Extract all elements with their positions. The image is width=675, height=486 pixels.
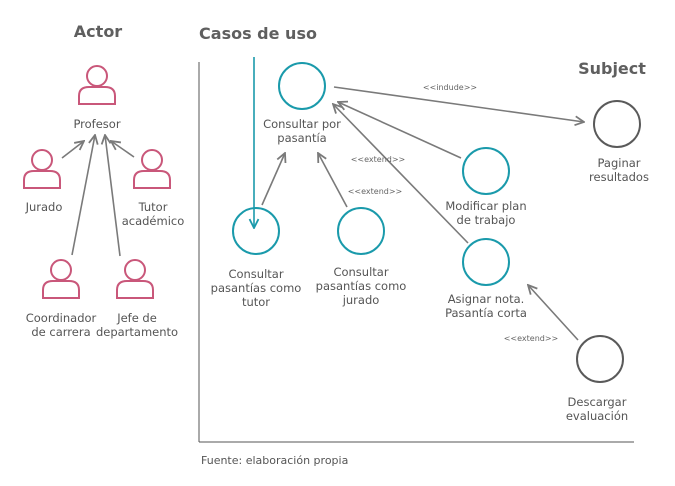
jefe-actor-icon xyxy=(116,259,154,299)
extend-descargar-label: <<extend>> xyxy=(504,334,559,343)
use-case-descargar: Descargar evaluación xyxy=(566,335,628,423)
asignar-nota-label-line-1: Asignar nota. xyxy=(448,292,525,306)
consultar-tutor-label-line-1: Consultar xyxy=(228,267,283,281)
consultar-pasantia-label-line-1: Consultar por xyxy=(263,117,341,131)
jurado-to-profesor-arrow xyxy=(61,141,84,159)
jurado-to-consultar-arrow xyxy=(318,153,348,208)
consultar-jurado-label-line-1: Consultar xyxy=(333,265,388,279)
consultar-tutor-label-line-2: pasantías como xyxy=(211,281,302,295)
consultar-jurado-ellipse xyxy=(337,207,385,255)
tutor-to-consultar-arrow xyxy=(261,153,285,206)
descargar-ellipse xyxy=(576,335,624,383)
consultar-tutor-ellipse xyxy=(232,207,280,255)
actor-jefe: Jefe de departamento xyxy=(96,259,178,339)
use-case-paginar: Paginar resultados xyxy=(589,100,649,184)
actor-heading: Actor xyxy=(74,22,123,41)
tutor-to-profesor-arrow xyxy=(111,141,135,158)
jefe-label-line-1: Jefe de xyxy=(116,311,157,325)
consultar-jurado-label-line-3: jurado xyxy=(342,293,380,307)
descargar-label-line-2: evaluación xyxy=(566,409,628,423)
extend-modificar-label: <<extend>> xyxy=(351,155,406,164)
use-case-relations xyxy=(254,57,584,341)
include-arrow xyxy=(333,86,584,122)
profesor-actor-icon xyxy=(78,65,116,105)
jefe-label-line-2: departamento xyxy=(96,325,178,339)
use-case-asignar-nota: Asignar nota. Pasantía corta xyxy=(445,238,527,320)
jurado-label: Jurado xyxy=(25,200,63,214)
jefe-to-profesor-arrow xyxy=(105,135,121,257)
modificar-to-consultar-arrow xyxy=(338,102,462,159)
actor-coordinador: Coordinador de carrera xyxy=(26,259,97,339)
subject-heading: Subject xyxy=(578,59,646,78)
coordinador-label-line-1: Coordinador xyxy=(26,311,97,325)
jurado-actor-icon xyxy=(23,149,61,189)
tutor-label-line-2: académico xyxy=(122,214,185,228)
modificar-plan-label-line-1: Modificar plan xyxy=(445,199,526,213)
profesor-label: Profesor xyxy=(73,117,120,131)
consultar-pasantia-label-line-2: pasantía xyxy=(277,131,326,145)
include-stereotype-label: <<indude>> xyxy=(423,83,477,92)
extend-jurado-label: <<extend>> xyxy=(348,187,403,196)
tutor-label-line-1: Tutor xyxy=(138,200,168,214)
descargar-to-asignar-arrow xyxy=(528,285,579,341)
modificar-plan-label-line-2: de trabajo xyxy=(457,213,516,227)
asignar-nota-ellipse xyxy=(462,238,510,286)
consultar-jurado-label-line-2: pasantías como xyxy=(316,279,407,293)
coordinador-actor-icon xyxy=(42,259,80,299)
modificar-plan-ellipse xyxy=(462,147,510,195)
use-case-consultar-tutor: Consultar pasantías como tutor xyxy=(211,207,302,309)
paginar-label-line-1: Paginar xyxy=(597,156,640,170)
actor-tutor: Tutor académico xyxy=(122,149,185,228)
use-case-consultar-pasantia: Consultar por pasantía xyxy=(263,62,341,145)
actor-generalization-arrows xyxy=(61,135,135,257)
asignar-nota-label-line-2: Pasantía corta xyxy=(445,306,527,320)
actor-jurado: Jurado xyxy=(23,149,63,214)
paginar-label-line-2: resultados xyxy=(589,170,649,184)
source-caption: Fuente: elaboración propia xyxy=(201,454,348,467)
coordinador-to-profesor-arrow xyxy=(71,135,95,256)
use-case-consultar-jurado: Consultar pasantías como jurado xyxy=(316,207,407,307)
tutor-actor-icon xyxy=(133,149,171,189)
use-case-modificar-plan: Modificar plan de trabajo xyxy=(445,147,527,227)
use-cases-heading: Casos de uso xyxy=(199,24,317,43)
consultar-tutor-label-line-3: tutor xyxy=(242,295,270,309)
asignar-to-consultar-arrow xyxy=(333,104,469,244)
coordinador-label-line-2: de carrera xyxy=(31,325,90,339)
consultar-pasantia-ellipse xyxy=(278,62,326,110)
paginar-ellipse xyxy=(593,100,641,148)
actor-profesor: Profesor xyxy=(73,65,121,131)
descargar-label-line-1: Descargar xyxy=(568,395,627,409)
